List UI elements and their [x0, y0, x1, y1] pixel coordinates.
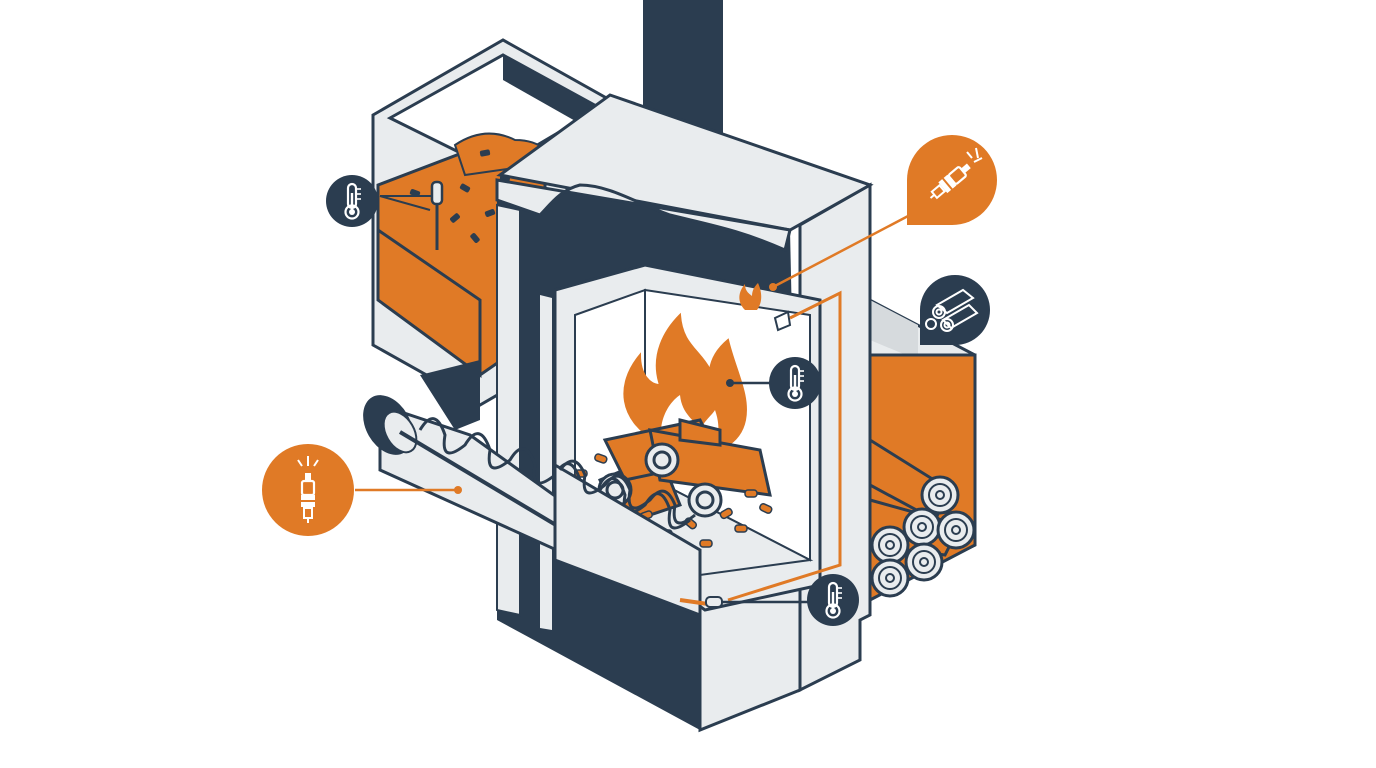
hopper-temperature-sensor[interactable]: [326, 175, 378, 227]
log-storage-callout[interactable]: [920, 275, 990, 345]
igniter-callout-top[interactable]: [907, 135, 997, 225]
burning-logs: [597, 418, 772, 527]
small-flame-icon: [739, 283, 762, 310]
heating-wire: [727, 290, 842, 602]
auger-temperature-sensor[interactable]: [807, 574, 859, 626]
firebox-temperature-sensor[interactable]: [769, 357, 821, 409]
pellet-auger: [363, 360, 723, 618]
logs-icon: [925, 288, 979, 332]
auger-igniter-callout[interactable]: [262, 444, 354, 536]
